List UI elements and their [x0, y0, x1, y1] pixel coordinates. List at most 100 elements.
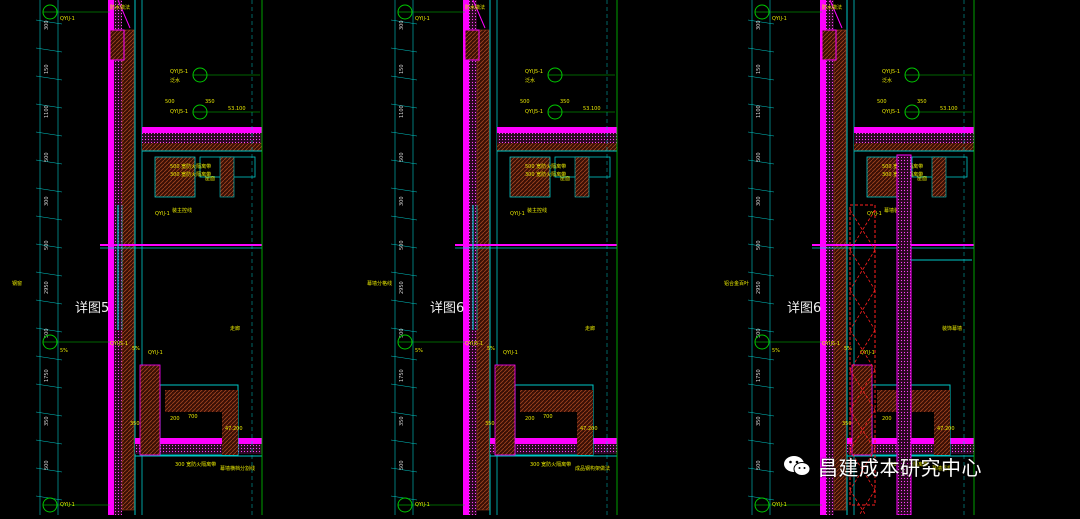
detail-label: 详图5	[75, 301, 109, 316]
dim-value: 500	[756, 460, 762, 470]
annotation-text: 47.200	[580, 426, 598, 432]
lower-membrane	[490, 438, 617, 444]
leader-label: 泛水	[170, 77, 180, 84]
dim-tick	[35, 103, 63, 109]
window-cross	[849, 369, 876, 411]
wall-outer	[463, 0, 469, 515]
lower-column	[851, 364, 873, 456]
parapet-diag	[472, 0, 486, 29]
window-cross	[849, 249, 876, 291]
annotation-text: 53.100	[228, 106, 246, 112]
detail-panel-3: 300150110050030050029505001750350500QYIJ…	[724, 0, 975, 519]
window-cross	[849, 249, 876, 291]
annotation-text: 700	[543, 414, 553, 420]
dim-value: 300	[44, 20, 50, 30]
window-frame	[849, 204, 876, 506]
dim-value: 500	[399, 240, 405, 250]
dim-tick	[747, 439, 775, 445]
roof-slab	[142, 143, 262, 151]
detail-label: 详图6	[430, 301, 464, 316]
dim-value: 500	[399, 328, 405, 338]
annotation-text: 幕墙竖框	[932, 465, 952, 472]
window-cross	[849, 209, 876, 251]
beam-drop	[931, 156, 947, 198]
wall-insulation	[826, 0, 834, 515]
dim-value: 300	[44, 196, 50, 206]
annotation-text: 幕墙横档分割线	[220, 465, 255, 472]
annotation-text: 47.200	[225, 426, 243, 432]
dim-tick	[35, 439, 63, 445]
leader-label: 防水做法	[465, 4, 485, 11]
dim-tick	[390, 187, 418, 193]
dim-tick	[747, 355, 775, 361]
dim-tick	[35, 47, 63, 53]
dim-tick	[35, 75, 63, 81]
dim-tick	[35, 131, 63, 137]
leader-label: 泛水	[525, 77, 535, 84]
dim-tick	[35, 299, 63, 305]
dim-tick	[35, 411, 63, 417]
annotation-text: 350	[130, 421, 140, 427]
wall-outer	[820, 0, 826, 515]
lower-frame-side	[222, 390, 238, 455]
lower-insulation	[490, 444, 617, 454]
dim-value: 2950	[399, 281, 405, 294]
window-cross	[849, 289, 876, 331]
roof-membrane	[142, 127, 262, 133]
annotation-text: 走廊	[230, 325, 240, 332]
lower-column	[139, 364, 161, 456]
parapet	[821, 29, 837, 61]
dim-value: 350	[44, 416, 50, 426]
annotation-text: QYIJ-1	[503, 350, 518, 356]
leader-label: 5%	[415, 348, 423, 354]
annotation-text: 500	[165, 99, 175, 105]
parapet-diag	[117, 0, 131, 29]
annotation-text: 幕墙分格线	[367, 280, 392, 287]
wall-concrete	[833, 29, 847, 511]
dim-tick	[35, 355, 63, 361]
dim-tick	[35, 467, 63, 473]
dim-tick	[35, 159, 63, 165]
roof-insulation	[497, 133, 617, 143]
dim-value: 500	[756, 152, 762, 162]
annotation-text: 500	[520, 99, 530, 105]
leader-label: QYIJ-1	[772, 16, 787, 22]
dim-value: 2950	[44, 281, 50, 294]
annotation-text: 200	[170, 416, 180, 422]
annotation-text: 成品钢构架做法	[575, 465, 610, 472]
annotation-text: 5%	[487, 346, 495, 352]
roof-slab	[854, 143, 974, 151]
window-cross	[849, 329, 876, 371]
dim-tick	[35, 327, 63, 333]
annotation-text: 47.200	[937, 426, 955, 432]
dim-tick	[35, 383, 63, 389]
roof-membrane	[497, 127, 617, 133]
dim-value: 1100	[399, 105, 405, 118]
dim-value: 350	[399, 416, 405, 426]
dim-tick	[35, 187, 63, 193]
window-cross	[849, 409, 876, 451]
leader-label: QYIJ5-1	[465, 341, 483, 347]
wall-outer	[108, 0, 114, 515]
annotation-text: 走廊	[585, 325, 595, 332]
beam-drop	[219, 156, 235, 198]
annotation-text: 钢窗	[12, 280, 22, 287]
window-cross	[849, 449, 876, 491]
dim-tick	[35, 215, 63, 221]
dim-tick	[35, 19, 63, 25]
dim-tick	[390, 215, 418, 221]
dim-tick	[390, 47, 418, 53]
window-cross	[849, 289, 876, 331]
annotation-text: QYIJ-1	[148, 350, 163, 356]
leader-label: 泛水	[882, 77, 892, 84]
annotation-text: 5%	[844, 346, 852, 352]
dim-tick	[747, 327, 775, 333]
window-cross	[849, 369, 876, 411]
annotation-text: 屋面	[205, 176, 215, 182]
roof-membrane	[854, 127, 974, 133]
dim-tick	[390, 103, 418, 109]
dim-tick	[747, 187, 775, 193]
beam-drop	[574, 156, 590, 198]
annotation-text: 350	[205, 99, 215, 105]
